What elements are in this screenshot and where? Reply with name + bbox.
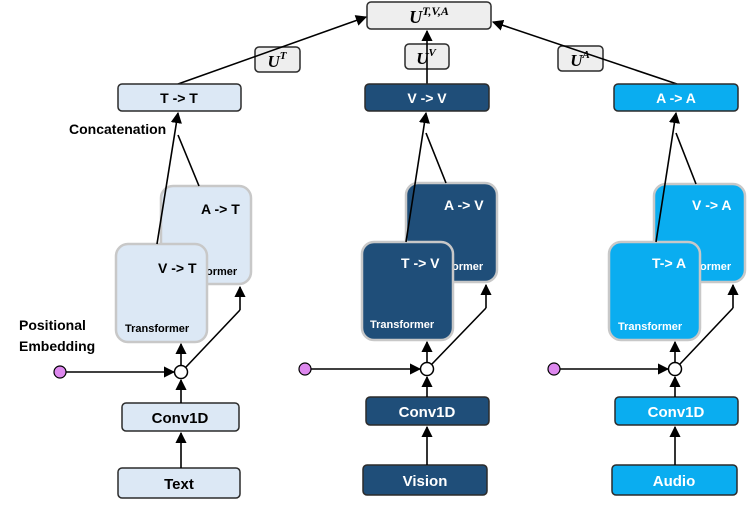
- text-conv-label: Conv1D: [152, 410, 209, 427]
- text-back-card-title: A -> T: [201, 201, 240, 217]
- text-top-box: [117, 83, 242, 112]
- audio-back-card-title: V -> A: [692, 197, 732, 213]
- vision-input-label: Vision: [403, 473, 448, 490]
- text-node-branch: [185, 309, 241, 368]
- arrow-text-to-output: [177, 15, 368, 85]
- vision-back-card-title: A -> V: [444, 197, 484, 213]
- text-top-label: T -> T: [160, 90, 198, 106]
- vision-back-card-sub: ormer: [452, 261, 484, 273]
- audio-top-label: A -> A: [656, 90, 696, 106]
- concatenation-label: Concatenation: [69, 121, 166, 137]
- audio-node-branch: [679, 307, 734, 365]
- text-back-card-sub: ormer: [206, 266, 238, 278]
- text-input-label: Text: [164, 476, 194, 493]
- audio-top-box: [613, 83, 739, 112]
- vision-add-node: [419, 361, 435, 377]
- audio-back-to-top-line: [675, 132, 697, 185]
- audio-front-card: [607, 240, 702, 342]
- audio-front-to-top-arrow: [655, 111, 680, 243]
- text-embedding-dot: [53, 365, 67, 379]
- vision-embedding-dot: [298, 362, 312, 376]
- text-back-to-top-line: [177, 134, 200, 187]
- vision-front-to-top-arrow: [405, 111, 430, 243]
- vision-top-box: [364, 83, 490, 112]
- audio-conv-box: [614, 396, 739, 426]
- text-front-card-sub: Transformer: [125, 323, 190, 335]
- audio-column: A -> A V -> A ormer T-> A Transformer Co…: [547, 83, 747, 496]
- vision-node-branch: [431, 307, 487, 365]
- vision-back-to-top-line: [425, 132, 447, 184]
- vision-top-label: V -> V: [407, 90, 447, 106]
- text-front-card: [114, 242, 209, 344]
- audio-input-label: Audio: [653, 473, 696, 490]
- text-input-box: [117, 467, 241, 499]
- vision-input-box: [362, 464, 488, 496]
- output-label: UT,V,A: [409, 4, 449, 27]
- audio-conv-label: Conv1D: [648, 404, 705, 421]
- text-front-to-top-arrow: [156, 111, 182, 245]
- audio-add-node: [667, 361, 683, 377]
- audio-front-card-sub: Transformer: [618, 321, 683, 333]
- vision-front-card-title: T -> V: [401, 255, 440, 271]
- vision-column: V -> V A -> V ormer T -> V Transformer C…: [298, 83, 499, 496]
- vision-front-card-sub: Transformer: [370, 319, 435, 331]
- audio-front-card-title: T-> A: [652, 255, 686, 271]
- positional-label-line1: Positional: [19, 317, 86, 333]
- audio-back-card-sub: ormer: [700, 261, 732, 273]
- text-front-card-title: V -> T: [158, 260, 197, 276]
- text-column: T -> T A -> T ormer V -> T Transformer C…: [53, 83, 253, 499]
- arrow-audio-to-output: [491, 19, 678, 85]
- u-vision-label: UV: [416, 47, 437, 68]
- text-add-node: [173, 364, 189, 380]
- vision-conv-label: Conv1D: [399, 404, 456, 421]
- positional-label-line2: Embedding: [19, 338, 95, 354]
- audio-embedding-dot: [547, 362, 561, 376]
- vision-front-card: [360, 240, 455, 342]
- u-text-label: UT: [267, 50, 287, 71]
- u-audio-label: UA: [570, 49, 590, 70]
